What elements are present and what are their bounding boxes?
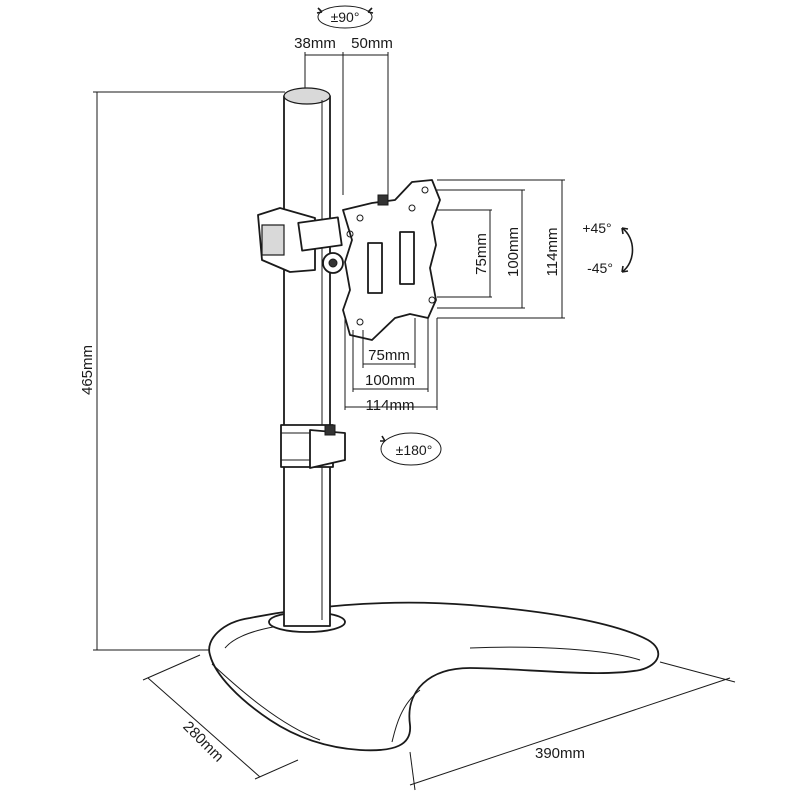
height-label: 465mm (79, 345, 96, 395)
vesa-h100-label: 100mm (365, 372, 415, 389)
arm-clamp (257, 207, 344, 274)
width-label: 390mm (535, 745, 585, 762)
cable-clip (280, 424, 346, 469)
vesa-h114-label: 114mm (366, 397, 415, 414)
offset-38-label: 38mm (294, 35, 336, 52)
rotation-label: ±180° (396, 442, 433, 458)
tilt-up-label: +45° (582, 220, 611, 236)
rotation-indicator: ±180° (380, 432, 442, 466)
tilt-indicator: +45° -45° (582, 220, 634, 276)
height-dimension: 465mm (79, 91, 285, 651)
vesa-slot-right (399, 231, 415, 285)
stand-base (208, 601, 660, 752)
vesa-v114-label: 114mm (544, 228, 561, 277)
pole-offset-dimensions: 38mm 50mm (294, 35, 393, 200)
vesa-v75-label: 75mm (473, 233, 490, 275)
vesa-vertical-dimensions: 75mm 100mm 114mm (437, 179, 565, 319)
tilt-down-label: -45° (587, 260, 613, 276)
pole-cap (283, 87, 331, 105)
swivel-indicator: ±90° (316, 5, 374, 29)
swivel-label: ±90° (331, 9, 360, 25)
vertical-pole (283, 87, 331, 627)
width-dimension: 390mm (409, 661, 736, 791)
vesa-horizontal-dimensions: 75mm 100mm 114mm (344, 318, 438, 414)
vesa-h75-label: 75mm (368, 347, 410, 364)
vesa-plate (342, 179, 441, 341)
offset-50-label: 50mm (351, 35, 393, 52)
vesa-v100-label: 100mm (505, 227, 522, 277)
vesa-slot-left (367, 242, 383, 294)
